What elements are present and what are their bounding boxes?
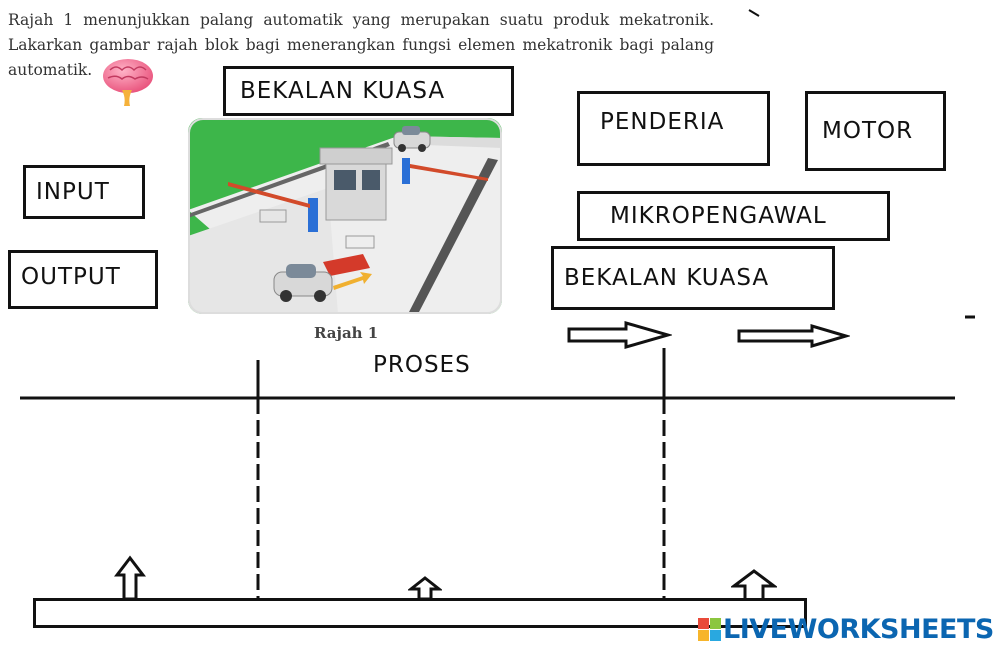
automatic-barrier-illustration — [188, 118, 502, 314]
drag-box-bekalan-kuasa-2[interactable]: BEKALAN KUASA — [551, 246, 835, 310]
answer-drop-zone[interactable] — [33, 598, 807, 628]
proses-label: PROSES — [373, 352, 471, 378]
drag-box-label: BEKALAN KUASA — [240, 78, 446, 104]
drag-box-motor[interactable]: MOTOR — [805, 91, 946, 171]
block-arrow-up-icon — [114, 555, 146, 601]
block-arrow-right-icon — [737, 324, 850, 348]
drag-box-mikropengawal[interactable]: MIKROPENGAWAL — [577, 191, 890, 241]
logo-squares — [698, 618, 721, 641]
figure-caption: Rajah 1 — [314, 324, 379, 342]
drag-box-label: MOTOR — [822, 118, 914, 144]
logo-text: LIVEWORKSHEETS — [723, 614, 994, 645]
drag-box-bekalan-kuasa-1[interactable]: BEKALAN KUASA — [223, 66, 514, 116]
logo-square-v — [698, 630, 709, 641]
drag-box-output[interactable]: OUTPUT — [8, 250, 158, 309]
brain-icon — [103, 59, 153, 106]
drag-box-label: BEKALAN KUASA — [564, 265, 770, 291]
block-arrow-up-icon — [731, 569, 777, 602]
question-text: Rajah 1 menunjukkan palang automatik yan… — [8, 11, 714, 79]
drag-box-label: OUTPUT — [21, 263, 121, 290]
liveworksheets-logo: LIVEWORKSHEETS — [698, 614, 994, 645]
drag-box-input[interactable]: INPUT — [23, 165, 145, 219]
block-arrow-up-icon — [408, 576, 442, 601]
drag-box-label: INPUT — [36, 179, 110, 205]
logo-square-l — [698, 618, 709, 629]
drag-box-label: PENDERIA — [600, 108, 725, 135]
block-arrow-right-icon — [567, 321, 672, 349]
drag-box-penderia[interactable]: PENDERIA — [577, 91, 770, 166]
drag-box-label: MIKROPENGAWAL — [610, 203, 827, 229]
logo-square-e — [710, 630, 721, 641]
logo-square-i — [710, 618, 721, 629]
